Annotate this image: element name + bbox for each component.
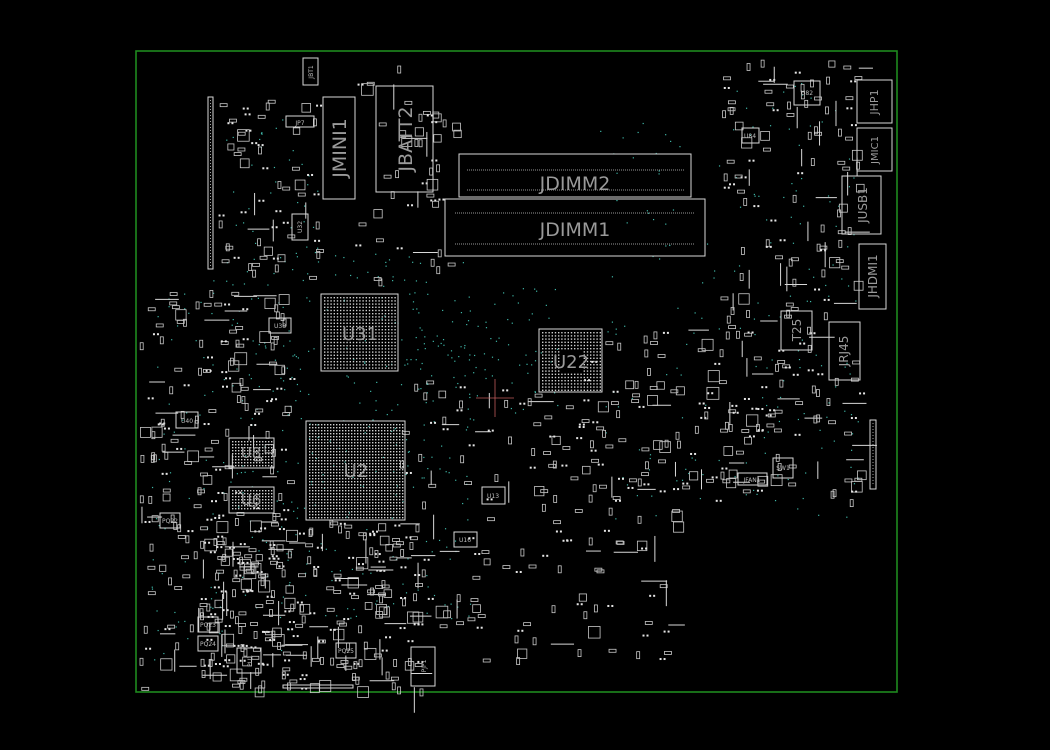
board-outline [135,50,898,693]
u16-label: U16 [459,537,471,544]
chip-u13: U13 [481,486,506,505]
left-edge-connector [207,96,214,270]
mosfet-pq24: PQ24 [197,635,219,652]
jumper-jp7: JP7 [285,115,315,128]
u31-label: U31 [342,324,378,345]
chip-u32: U32 [291,213,309,241]
dimm-slot-1: JDIMM1 [444,198,706,257]
chip-u38: U38 [268,317,292,334]
right-edge-connector [869,419,877,490]
pq25-label: PQ25 [338,648,354,655]
power-chip-pu1: PU1 [236,647,262,674]
memory-chip-u6: U6 [228,486,275,514]
headphone-jack: JHP1 [856,79,893,124]
jmic1-label: JMIC1 [870,136,881,165]
jfan1-label: JFAN1 [742,477,760,484]
pq22-label: PQ22 [162,518,178,525]
pjp1-label: PJP1 [421,659,428,672]
u84-label: U84 [744,133,756,140]
u40-label: U40 [181,418,193,425]
u82-label: U82 [801,90,813,97]
chip-u40: U40 [175,411,199,429]
jhdmi1-label: JHDMI1 [866,254,880,298]
u6-label: U6 [241,491,262,509]
u13-label: U13 [487,493,499,500]
pq24-label: PQ24 [200,641,216,648]
jbt1-label: JBT1 [308,65,315,80]
battery-connector: JBATT2 [375,85,434,193]
u38-label: U38 [274,323,286,330]
chip-u84: U84 [741,127,760,144]
jbatt2-label: JBATT2 [395,106,417,172]
jp7-label: JP7 [294,120,304,127]
bga-u31: U31 [320,293,399,372]
smd-component-layer [139,59,877,713]
u8-label: U8 [241,444,262,462]
mosfet-pq23: PQ23 [197,616,219,633]
memory-chip-u8: U8 [228,437,275,469]
chip-u16: U16 [453,531,478,548]
bottom-edge-connector [282,684,354,689]
jhp1-label: JHP1 [868,89,881,115]
pu1-label: PU1 [247,655,254,667]
microphone-jack: JMIC1 [856,127,893,172]
ethernet-connector: JRJ45 [828,321,861,381]
jusb1-label: JUSB1 [856,187,870,224]
mosfet-pq22: PQ22 [159,512,181,529]
power-jack-pjp1: PJP1 [410,646,436,687]
mosfet-pq25: PQ25 [335,642,357,659]
t25-label: T25 [790,319,804,343]
dimm-slot-2: JDIMM2 [458,153,692,198]
pq23-label: PQ23 [200,622,216,629]
transformer-t25: T25 [780,310,813,351]
switch-sw1: SW1 [772,457,794,479]
usb-connector: JUSB1 [841,175,882,235]
crosshair-cursor [476,379,514,417]
u32-label: U32 [297,221,304,233]
bga-u2: U2 [305,420,406,521]
jdimm1-label: JDIMM1 [539,219,611,241]
chip-u82: U82 [793,80,821,106]
bga-u22: U22 [538,328,603,393]
hdmi-connector: JHDMI1 [858,243,887,310]
fan-connector: JFAN1 [737,472,768,486]
sw1-label: SW1 [776,465,790,472]
u22-label: U22 [553,352,589,373]
mini-pcie-connector: JMINI1 [322,96,356,200]
jdimm2-label: JDIMM2 [539,173,611,195]
u2-label: U2 [344,461,369,482]
jrj45-label: JRJ45 [837,336,851,368]
connector-jbt1: JBT1 [302,57,319,86]
jmini1-label: JMINI1 [329,118,351,179]
